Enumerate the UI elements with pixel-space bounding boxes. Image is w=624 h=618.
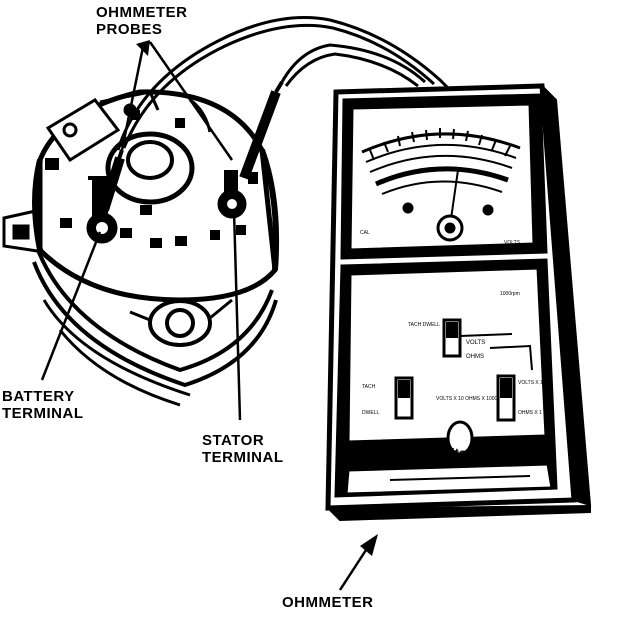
battery-terminal-label-line1: BATTERY [2, 388, 75, 405]
left-switch-dwell-label: DWELL [362, 410, 379, 416]
battery-terminal-label: BATTERY TERMINAL [2, 388, 84, 422]
battery-terminal-label-line2: TERMINAL [2, 405, 84, 422]
rpm-text: 1000rpm [500, 291, 520, 297]
ohmmeter-probes-label-line1: OHMMETER [96, 4, 188, 21]
ohmmeter-device: Dwell,Tach, Volts,Ohms 1000rpm TACH DWEL… [325, 83, 592, 522]
probe-wires [99, 16, 450, 212]
volts-label: VOLTS [466, 340, 485, 346]
stator-terminal-label: STATOR TERMINAL [202, 432, 284, 466]
alternator [2, 89, 280, 407]
volts-small-text: VOLTS [504, 240, 521, 246]
right-switch-bottom-label: OHMS X 1 [518, 410, 542, 416]
cal-text: CAL [360, 230, 370, 236]
stator-terminal-label-line2: TERMINAL [202, 449, 284, 466]
leader-arrows [40, 40, 378, 591]
left-switch-tach-label: TACH [362, 384, 376, 390]
ohmmeter-probes-label: OHMMETER PROBES [96, 4, 188, 38]
ohms-label: OHMS [466, 354, 484, 360]
stator-terminal-label-line1: STATOR [202, 432, 265, 449]
stator-terminal [217, 170, 247, 219]
ohmmeter-label: OHMMETER [282, 594, 374, 611]
range-text: VOLTS X 10 OHMS X 1000 [436, 396, 498, 402]
brand-text: Dwell,Tach, Volts,Ohms [352, 445, 510, 461]
ohmmeter-probes-label-line2: PROBES [96, 21, 163, 38]
right-switch-top-label: VOLTS X 1 [518, 380, 543, 386]
ohmmeter-label-text: OHMMETER [282, 594, 374, 611]
top-switch-top-label: TACH DWELL [408, 322, 440, 328]
